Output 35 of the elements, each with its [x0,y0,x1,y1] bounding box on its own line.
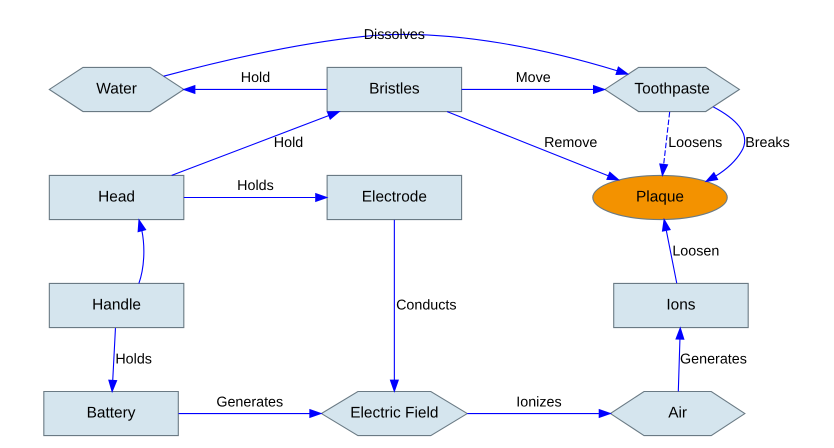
edge-label: Holds [236,178,274,194]
arrow [183,192,328,202]
edge-label: Loosen [672,242,719,259]
arrow [446,110,620,180]
node-box: Ions [612,282,748,328]
edge-label: Generates [680,350,746,367]
arrow [178,408,322,418]
edge-label: Hold [240,70,270,86]
edge-label: Remove [544,134,597,151]
arrow [182,84,326,94]
node-box: Electrode [326,174,462,220]
edge-label: Move [515,70,550,86]
edge-label: Conducts [396,296,456,313]
arrow [674,326,684,391]
arrow [108,328,117,393]
edge-label: Hold [273,134,303,151]
arrow [661,217,677,283]
arrow [163,33,629,76]
arrow [389,219,398,392]
arrow [170,110,340,176]
node-box: Bristles [326,66,462,112]
node-ellipse: Plaque [592,174,728,220]
edge-label: Ionizes [516,394,562,410]
edge-label: Breaks [744,134,790,151]
node-box: Battery [42,390,178,436]
arrow [137,218,146,284]
node-box: Head [48,174,184,220]
node-box: Handle [48,282,184,328]
arrow [461,84,606,94]
edge-label: Generates [216,394,283,410]
arrow [466,408,612,418]
arrow [704,106,745,182]
edge-label: Holds [114,350,152,367]
edge-label: Loosens [668,134,722,151]
arrow [658,111,670,177]
